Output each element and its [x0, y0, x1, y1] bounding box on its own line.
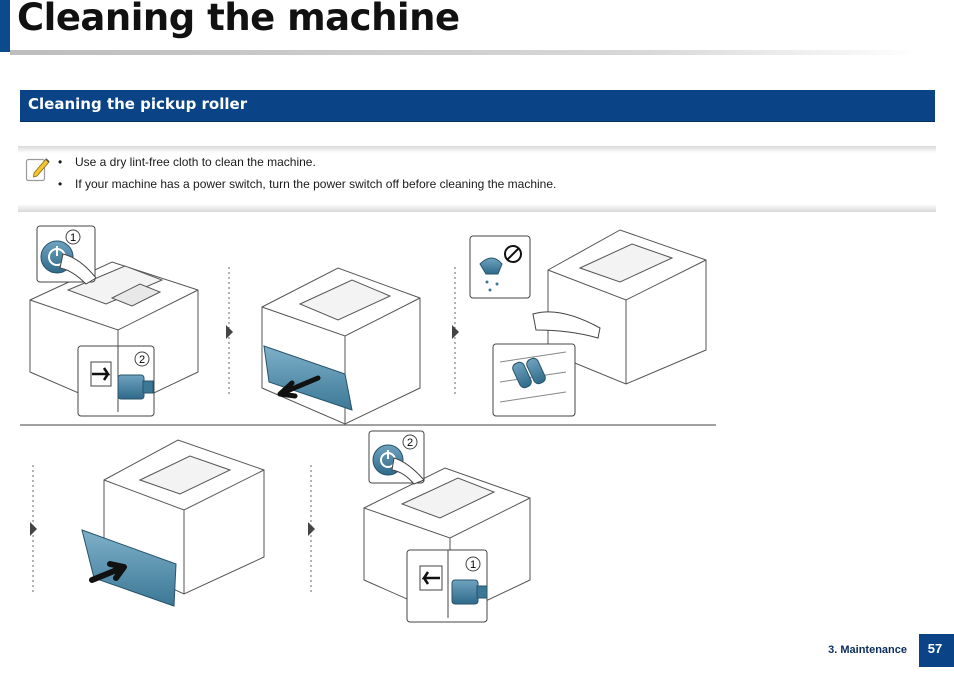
bullet: •: [58, 177, 63, 191]
section-header: Cleaning the pickup roller: [20, 90, 935, 122]
note-list: • Use a dry lint-free cloth to clean the …: [58, 154, 556, 198]
callout-number: 1: [70, 232, 76, 244]
no-water-inset: [469, 235, 531, 299]
title-divider: [10, 50, 920, 55]
step-arrow-icon: [226, 325, 233, 339]
step-power-off-unplug: 1 2: [29, 225, 199, 417]
page-number: 57: [927, 641, 943, 656]
step-arrow-icon: [452, 325, 459, 339]
printer-body: [29, 261, 199, 411]
note-item: • Use a dry lint-free cloth to clean the …: [58, 154, 556, 176]
note-item-text: If your machine has a power switch, turn…: [75, 177, 557, 191]
power-button-inset: 2: [368, 430, 425, 485]
section-title: Cleaning the pickup roller: [28, 95, 248, 113]
printer-body: [547, 229, 707, 385]
callout-number: 2: [407, 437, 413, 449]
hand-with-cloth: [532, 311, 601, 339]
note-pencil-icon: [25, 158, 50, 182]
callout-number: 2: [139, 354, 145, 366]
plug-inset: 1: [406, 549, 488, 623]
footer-chapter: 3. Maintenance: [828, 644, 907, 656]
page-title: Cleaning the machine: [17, 0, 460, 39]
note-item-text: Use a dry lint-free cloth to clean the m…: [75, 155, 316, 169]
bullet: •: [58, 155, 63, 169]
pull-arrow-icon: [277, 375, 321, 399]
plug-inset: 2: [77, 345, 155, 417]
step-pull-tray: [261, 267, 421, 425]
title-accent-bar: [0, 0, 10, 52]
step-plug-in-power-on: 2 1: [363, 430, 531, 623]
step-arrow-icon: [308, 522, 315, 536]
step-insert-tray: [81, 439, 265, 607]
paper-tray: [81, 529, 177, 607]
procedure-illustration: 1 2: [20, 225, 716, 623]
step-wipe-roller: [469, 229, 707, 417]
note-box: • Use a dry lint-free cloth to clean the …: [18, 146, 936, 212]
roller-closeup-inset: [492, 343, 576, 417]
callout-number: 1: [470, 559, 476, 571]
paper-tray: [263, 345, 353, 411]
step-arrow-icon: [30, 522, 37, 536]
push-arrow-icon: [89, 561, 127, 583]
note-item: • If your machine has a power switch, tur…: [58, 176, 556, 198]
power-button-inset: 1: [36, 225, 97, 285]
page-number-badge: 57: [919, 634, 954, 667]
